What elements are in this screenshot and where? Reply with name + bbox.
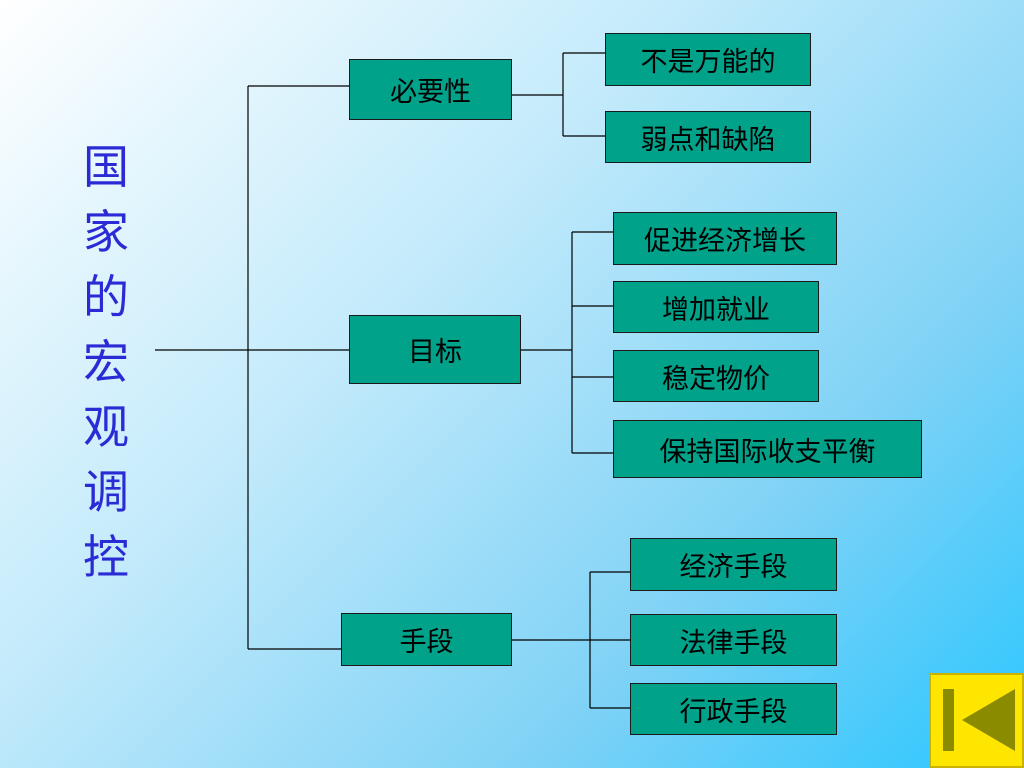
back-to-start-button[interactable] xyxy=(929,673,1024,768)
node-goals[interactable]: 目标 xyxy=(349,315,521,384)
node-price-stability[interactable]: 稳定物价 xyxy=(613,350,819,402)
node-not-omnipotent[interactable]: 不是万能的 xyxy=(605,33,811,86)
node-economic-growth[interactable]: 促进经济增长 xyxy=(613,212,837,265)
node-increase-employment[interactable]: 增加就业 xyxy=(613,281,819,333)
node-weaknesses-defects[interactable]: 弱点和缺陷 xyxy=(605,111,811,163)
node-administrative-means[interactable]: 行政手段 xyxy=(630,683,837,735)
node-legal-means[interactable]: 法律手段 xyxy=(630,614,837,666)
node-necessity[interactable]: 必要性 xyxy=(349,59,512,120)
page-title: 国家的宏观调控 xyxy=(83,140,129,584)
node-balance-of-payments[interactable]: 保持国际收支平衡 xyxy=(613,420,922,478)
node-economic-means[interactable]: 经济手段 xyxy=(630,538,837,591)
skip-back-icon xyxy=(943,689,1015,751)
node-means[interactable]: 手段 xyxy=(341,613,512,666)
